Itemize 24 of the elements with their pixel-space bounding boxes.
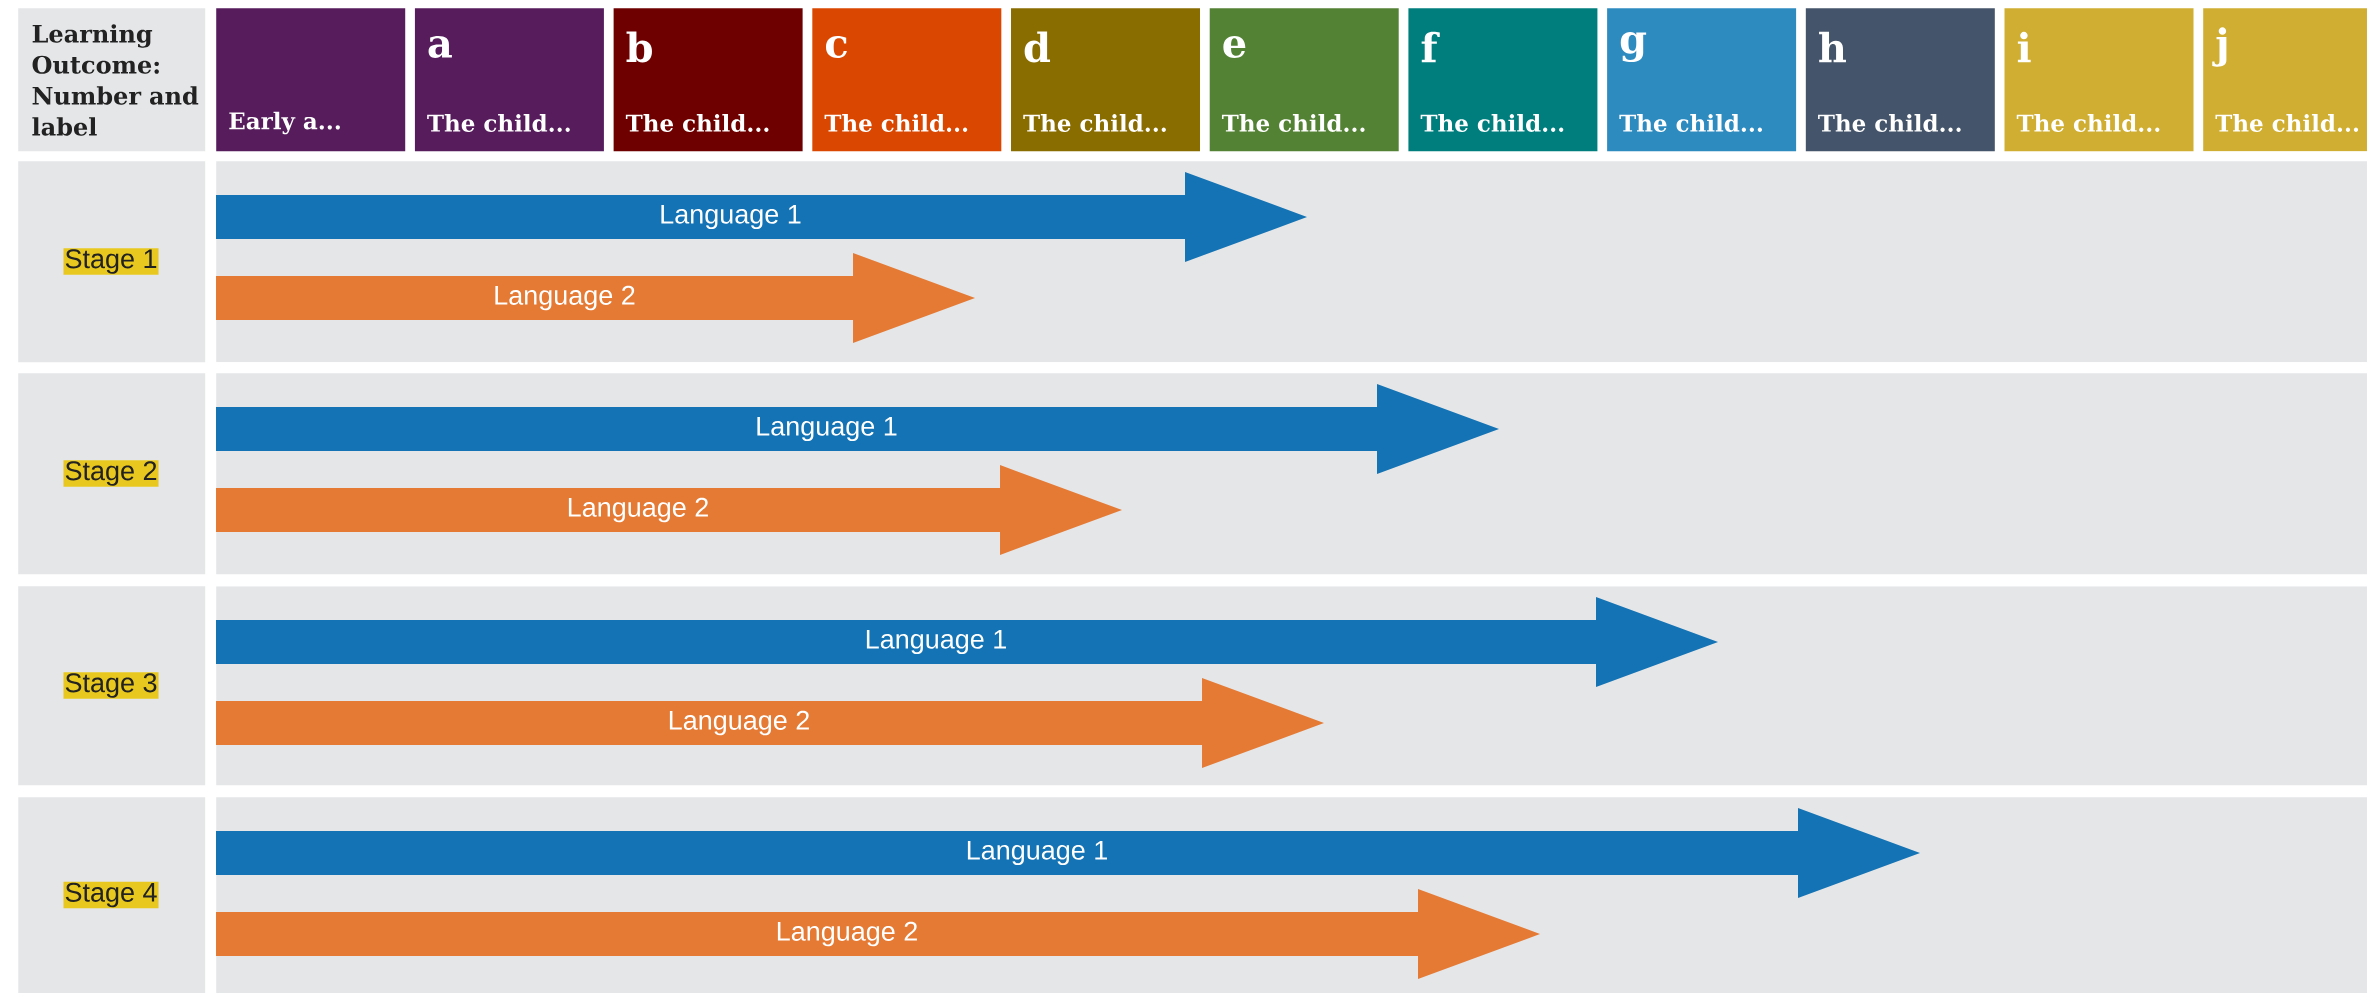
progress-bar: Language 1	[216, 172, 1307, 262]
outcome-cell: d The child...	[1011, 8, 1200, 152]
progress-bar: Language 2	[216, 465, 1122, 555]
outcome-cell: f The child...	[1408, 8, 1598, 152]
outcome-cell: j The child...	[2203, 8, 2367, 152]
stage-cell: Stage 1	[18, 161, 206, 363]
stage-cell: Stage 2	[18, 373, 206, 575]
outcome-cell: h The child...	[1805, 8, 1995, 152]
outcome-cell: Early a...	[216, 8, 406, 152]
progress-bar: Language 1	[216, 808, 1920, 898]
outcome-cell: i The child...	[2004, 8, 2194, 152]
progress-bar: Language 1	[216, 597, 1718, 687]
progress-bar: Language 2	[216, 889, 1540, 979]
outcome-cell: c The child...	[812, 8, 1002, 152]
stage-cell: Stage 4	[18, 797, 206, 993]
outcome-cell: e The child...	[1209, 8, 1399, 152]
progress-bar: Language 2	[216, 253, 975, 343]
stage-cell: Stage 3	[18, 586, 206, 786]
progress-bar: Language 1	[216, 384, 1499, 474]
outcome-cell: g The child...	[1607, 8, 1797, 152]
progress-bar: Language 2	[216, 678, 1324, 768]
header-cell: Learning Outcome: Number and label	[18, 8, 206, 152]
outcome-cell: b The child...	[613, 8, 803, 152]
outcome-cell: a The child...	[414, 8, 604, 152]
